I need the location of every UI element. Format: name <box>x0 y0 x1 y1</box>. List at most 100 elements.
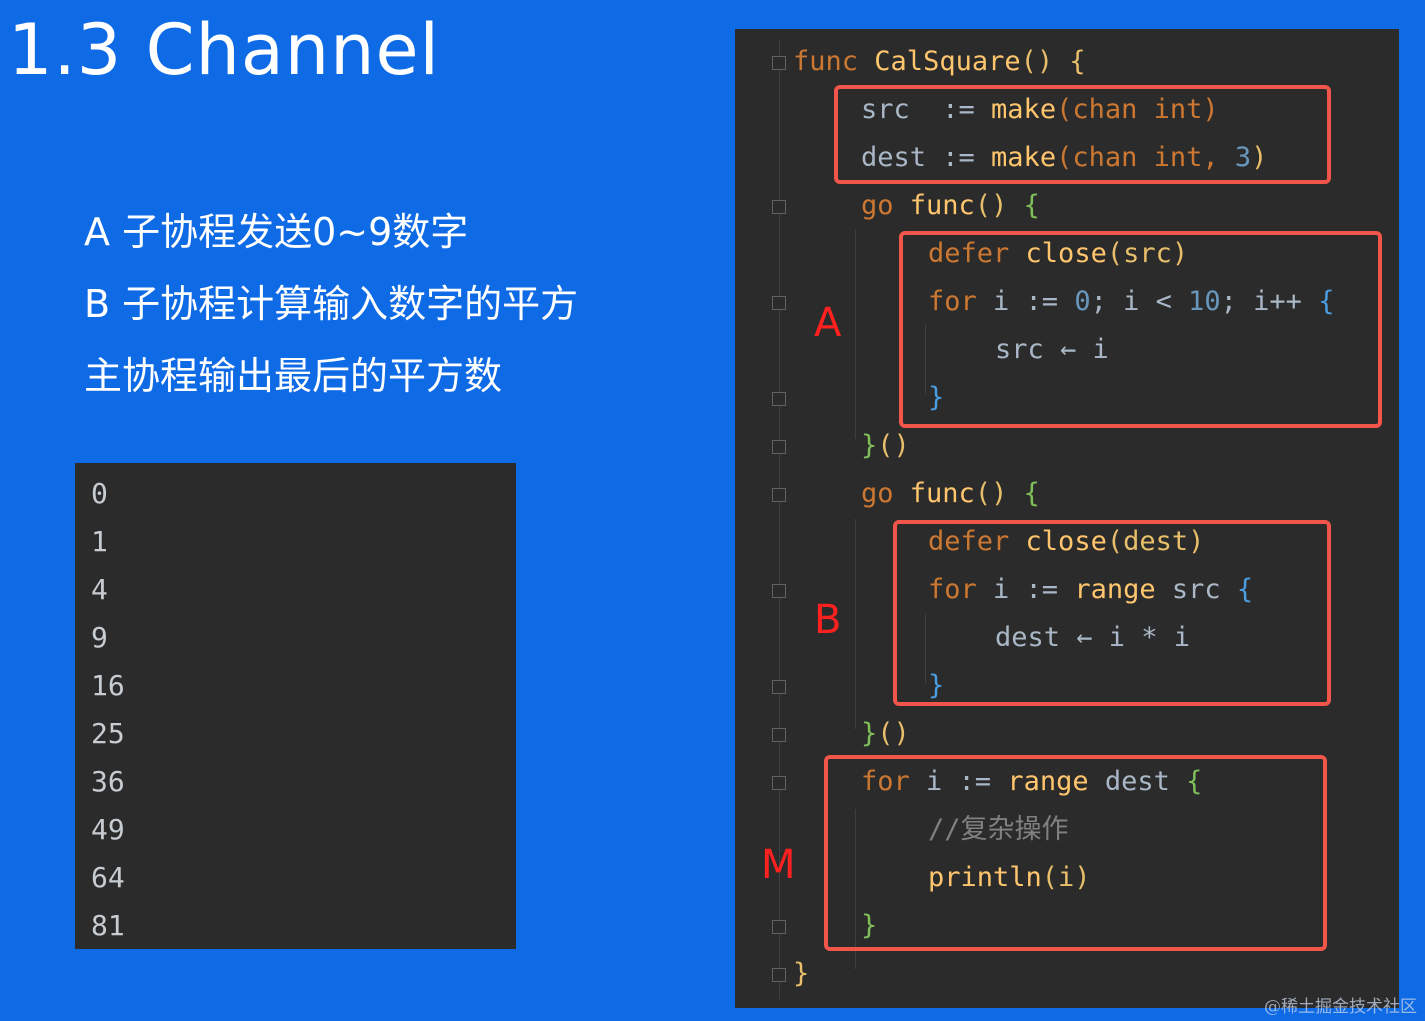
output-line: 1 <box>91 525 108 558</box>
indent-guide <box>855 519 856 729</box>
brace: { <box>1186 766 1203 797</box>
code-line-send: src ← i <box>995 326 1109 374</box>
brace: } <box>928 382 945 413</box>
type-expr: (chan int) <box>1056 94 1219 125</box>
highlight-box-a <box>899 231 1382 428</box>
code-line-for-range-dest: for i := range dest { <box>861 758 1202 806</box>
fold-marker-icon[interactable] <box>772 296 786 310</box>
brace: } <box>928 670 945 701</box>
code-line-go-func-2: go func() { <box>861 470 1040 518</box>
function-name: close <box>1025 238 1107 269</box>
punctuation: () <box>974 478 1024 509</box>
function-name: CalSquare <box>874 46 1021 77</box>
output-line: 0 <box>91 477 108 510</box>
fold-marker-icon[interactable] <box>772 584 786 598</box>
code-line-defer-2: defer close(dest) <box>928 518 1204 566</box>
indent-guide <box>855 809 856 969</box>
keyword: for <box>928 286 994 317</box>
function-name: close <box>1025 526 1107 557</box>
highlight-box-b <box>893 520 1331 706</box>
punctuation: () <box>974 190 1024 221</box>
keyword: for <box>928 574 994 605</box>
number: 3 <box>1234 142 1252 173</box>
keyword: go <box>861 190 910 221</box>
code-line-for-range-src: for i := range src { <box>928 566 1253 614</box>
brace: } <box>861 910 878 941</box>
keyword: defer <box>928 526 1026 557</box>
code-line-comment: //复杂操作 <box>928 806 1069 854</box>
highlight-box-channels <box>834 85 1331 184</box>
keyword: defer <box>928 238 1026 269</box>
code-line-close-brace: } <box>928 374 944 422</box>
fold-marker-icon[interactable] <box>772 440 786 454</box>
identifier: src := <box>861 94 992 125</box>
output-line: 36 <box>91 765 125 798</box>
code-line-end-go-2: }() <box>861 710 910 758</box>
indent-guide <box>925 324 926 394</box>
identifier: ; i < <box>1090 286 1189 317</box>
code-line-func-decl: func CalSquare() { <box>793 38 1086 86</box>
fold-marker-icon[interactable] <box>772 728 786 742</box>
code-line-square: dest ← i * i <box>995 614 1190 662</box>
function-name: make <box>991 142 1057 173</box>
punctuation: () <box>877 430 910 461</box>
brace: { <box>1236 574 1254 605</box>
brace: { <box>1023 190 1040 221</box>
indent-guide <box>855 229 856 439</box>
output-line: 64 <box>91 861 125 894</box>
fold-marker-icon[interactable] <box>772 680 786 694</box>
fold-marker-icon[interactable] <box>772 920 786 934</box>
bullet-b: B 子协程计算输入数字的平方 <box>84 282 579 326</box>
punctuation: (src) <box>1106 238 1189 269</box>
brace: } <box>861 718 878 749</box>
punctuation: ) <box>1251 142 1268 173</box>
punctuation: () <box>877 718 910 749</box>
fold-marker-icon[interactable] <box>772 392 786 406</box>
output-line: 9 <box>91 621 108 654</box>
identifier: dest ← i * i <box>995 622 1191 653</box>
brace: } <box>793 958 810 989</box>
code-line-close-func: } <box>793 950 809 998</box>
gutter-line <box>779 39 780 999</box>
punctuation: (i) <box>1041 862 1091 893</box>
identifier: ; i++ <box>1220 286 1319 317</box>
function-name: func <box>909 190 975 221</box>
identifier: dest <box>1104 766 1187 797</box>
code-editor: func CalSquare() { src := make(chan int)… <box>735 29 1399 1008</box>
brace: { <box>1023 478 1040 509</box>
fold-marker-icon[interactable] <box>772 56 786 70</box>
comment: //复杂操作 <box>928 814 1069 845</box>
identifier: dest := <box>861 142 992 173</box>
fold-marker-icon[interactable] <box>772 968 786 982</box>
code-line-println: println(i) <box>928 854 1091 902</box>
function-name: func <box>909 478 975 509</box>
indent-guide <box>925 614 926 684</box>
function-name: println <box>928 862 1042 893</box>
output-line: 4 <box>91 573 108 606</box>
fold-marker-icon[interactable] <box>772 200 786 214</box>
code-line-go-func: go func() { <box>861 182 1040 230</box>
keyword: func <box>793 46 859 77</box>
brace: } <box>861 430 878 461</box>
identifier: i := <box>926 766 1008 797</box>
console-output-panel: 0 1 4 9 16 25 36 49 64 81 <box>75 463 516 949</box>
output-line: 49 <box>91 813 125 846</box>
highlight-box-m <box>824 755 1327 951</box>
punctuation: () { <box>1020 46 1086 77</box>
bullet-main: 主协程输出最后的平方数 <box>84 354 503 398</box>
code-line-end-go: }() <box>861 422 910 470</box>
code-line-close-brace-2: } <box>928 662 944 710</box>
function-name: make <box>991 94 1057 125</box>
number: 0 <box>1074 286 1091 317</box>
fold-marker-icon[interactable] <box>772 776 786 790</box>
marker-a: A <box>814 300 842 346</box>
code-line-for-loop: for i := 0; i < 10; i++ { <box>928 278 1334 326</box>
fold-marker-icon[interactable] <box>772 488 786 502</box>
brace: { <box>1318 286 1335 317</box>
output-line: 16 <box>91 669 125 702</box>
marker-b: B <box>814 597 842 643</box>
keyword: go <box>861 478 910 509</box>
keyword: range <box>1074 574 1172 605</box>
bullet-a: A 子协程发送0~9数字 <box>84 210 469 254</box>
keyword: range <box>1007 766 1105 797</box>
